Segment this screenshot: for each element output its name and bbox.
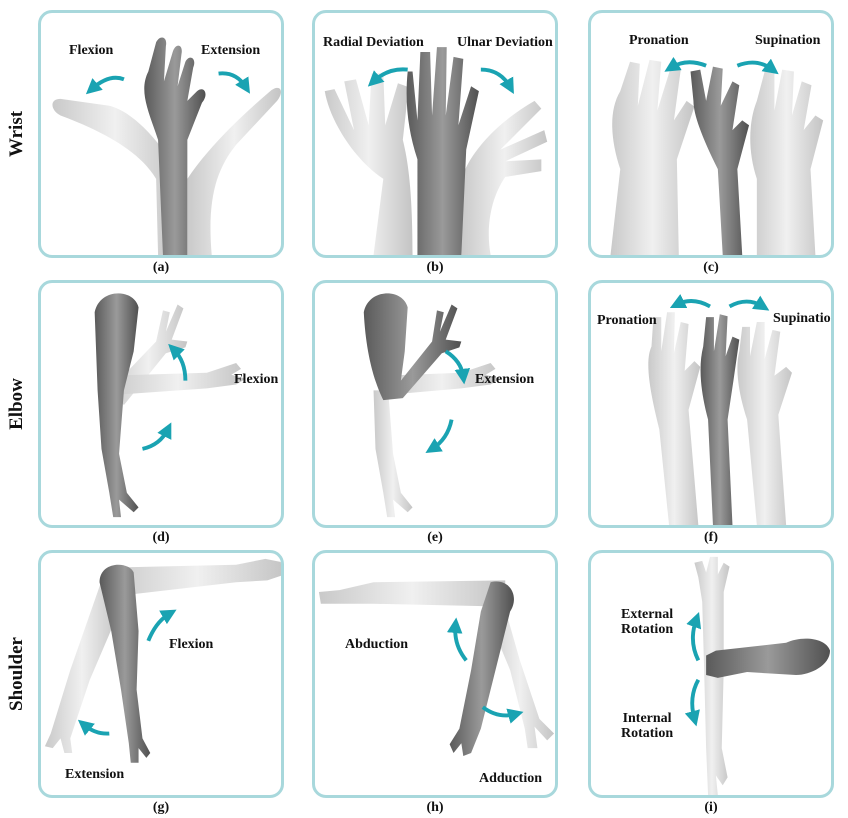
panel-g-shoulder-flexion-extension: Flexion Extension [38,550,284,798]
panel-a-wrist-flexion-extension: Flexion Extension [38,10,284,258]
label-internal-rotation-line2: Rotation [621,726,673,741]
panel-c-wrist-pronation-supination: Pronation Supination [588,10,834,258]
arrow-supination [730,302,763,307]
arrow-flexion [148,614,169,641]
arrow-pronation [677,301,710,306]
arrow-extension-lower [432,420,452,449]
arrow-flexion-lower [142,429,167,449]
arm-neutral-dark [450,582,514,756]
label-abduction: Abduction [345,637,408,652]
label-pronation: Pronation [597,313,657,328]
panel-g-illustration [41,553,281,795]
label-pronation: Pronation [629,33,689,48]
label-internal-rotation-line1: Internal [621,711,673,726]
arrow-flexion [92,78,124,89]
arrow-supination [737,63,772,70]
label-extension: Extension [475,372,534,387]
arm-straight-light [374,390,413,517]
panel-e-illustration [315,283,555,525]
arrow-internal-rotation [692,680,698,719]
arm-straight-dark [95,293,139,517]
panel-c-illustration [591,13,831,255]
row-label-shoulder: Shoulder [0,550,34,798]
label-flexion: Flexion [69,43,113,58]
hand-supinated-light [750,70,823,255]
panel-b-wrist-deviation: Radial Deviation Ulnar Deviation [312,10,558,258]
panel-f-elbow-pronation-supination: Pronation Supination [588,280,834,528]
row-label-elbow: Elbow [0,280,34,528]
label-flexion: Flexion [169,637,213,652]
hand-radial-light [325,74,413,255]
row-label-elbow-text: Elbow [6,378,28,430]
arm-pronated-light [648,312,700,525]
caption-h: (h) [312,800,558,816]
panel-h-illustration [315,553,555,795]
hand-extended-light [187,88,281,255]
arrow-abduction [455,625,466,660]
label-supination: Supination [773,311,834,326]
panel-h-shoulder-abduction-adduction: Abduction Adduction [312,550,558,798]
panel-i-shoulder-rotation: External Rotation Internal Rotation [588,550,834,798]
label-ulnar-deviation: Ulnar Deviation [457,35,553,50]
row-label-wrist-text: Wrist [6,111,28,157]
arrow-radial [374,69,408,81]
arrow-extension-upper [446,351,464,376]
label-external-rotation-line1: External [621,607,673,622]
panel-i-illustration [591,553,831,795]
caption-e: (e) [312,530,558,546]
arrow-extension [219,73,246,87]
hand-pronated-light [611,60,695,255]
arm-neutral-dark [701,314,740,525]
label-external-rotation-line2: Rotation [621,622,673,637]
panel-d-illustration [41,283,281,525]
label-supination: Supination [755,33,820,48]
arrow-ulnar [481,70,510,88]
forearm-horizontal-dark [706,639,830,678]
hand-ulnar-light [461,101,547,255]
label-internal-rotation: Internal Rotation [621,711,673,742]
label-radial-deviation: Radial Deviation [323,35,424,50]
caption-d: (d) [38,530,284,546]
caption-c: (c) [588,260,834,276]
caption-i: (i) [588,800,834,816]
label-flexion: Flexion [234,372,278,387]
arrow-adduction [483,707,516,715]
arm-abducted-light [319,580,505,606]
caption-f: (f) [588,530,834,546]
arrow-extension [84,725,109,734]
label-external-rotation: External Rotation [621,607,673,638]
forearm-horizontal-light [109,363,246,395]
label-adduction: Adduction [479,771,542,786]
arm-supinated-light [737,322,792,525]
caption-b: (b) [312,260,558,276]
label-extension: Extension [65,767,124,782]
caption-a: (a) [38,260,284,276]
panel-d-elbow-flexion: Flexion [38,280,284,528]
label-extension: Extension [201,43,260,58]
hand-neutral-dark [691,67,750,255]
arrow-pronation [671,62,706,67]
row-label-wrist: Wrist [0,10,34,258]
panel-e-elbow-extension: Extension [312,280,558,528]
arrow-external-rotation [693,619,698,660]
caption-g: (g) [38,800,284,816]
row-label-shoulder-text: Shoulder [6,637,28,711]
